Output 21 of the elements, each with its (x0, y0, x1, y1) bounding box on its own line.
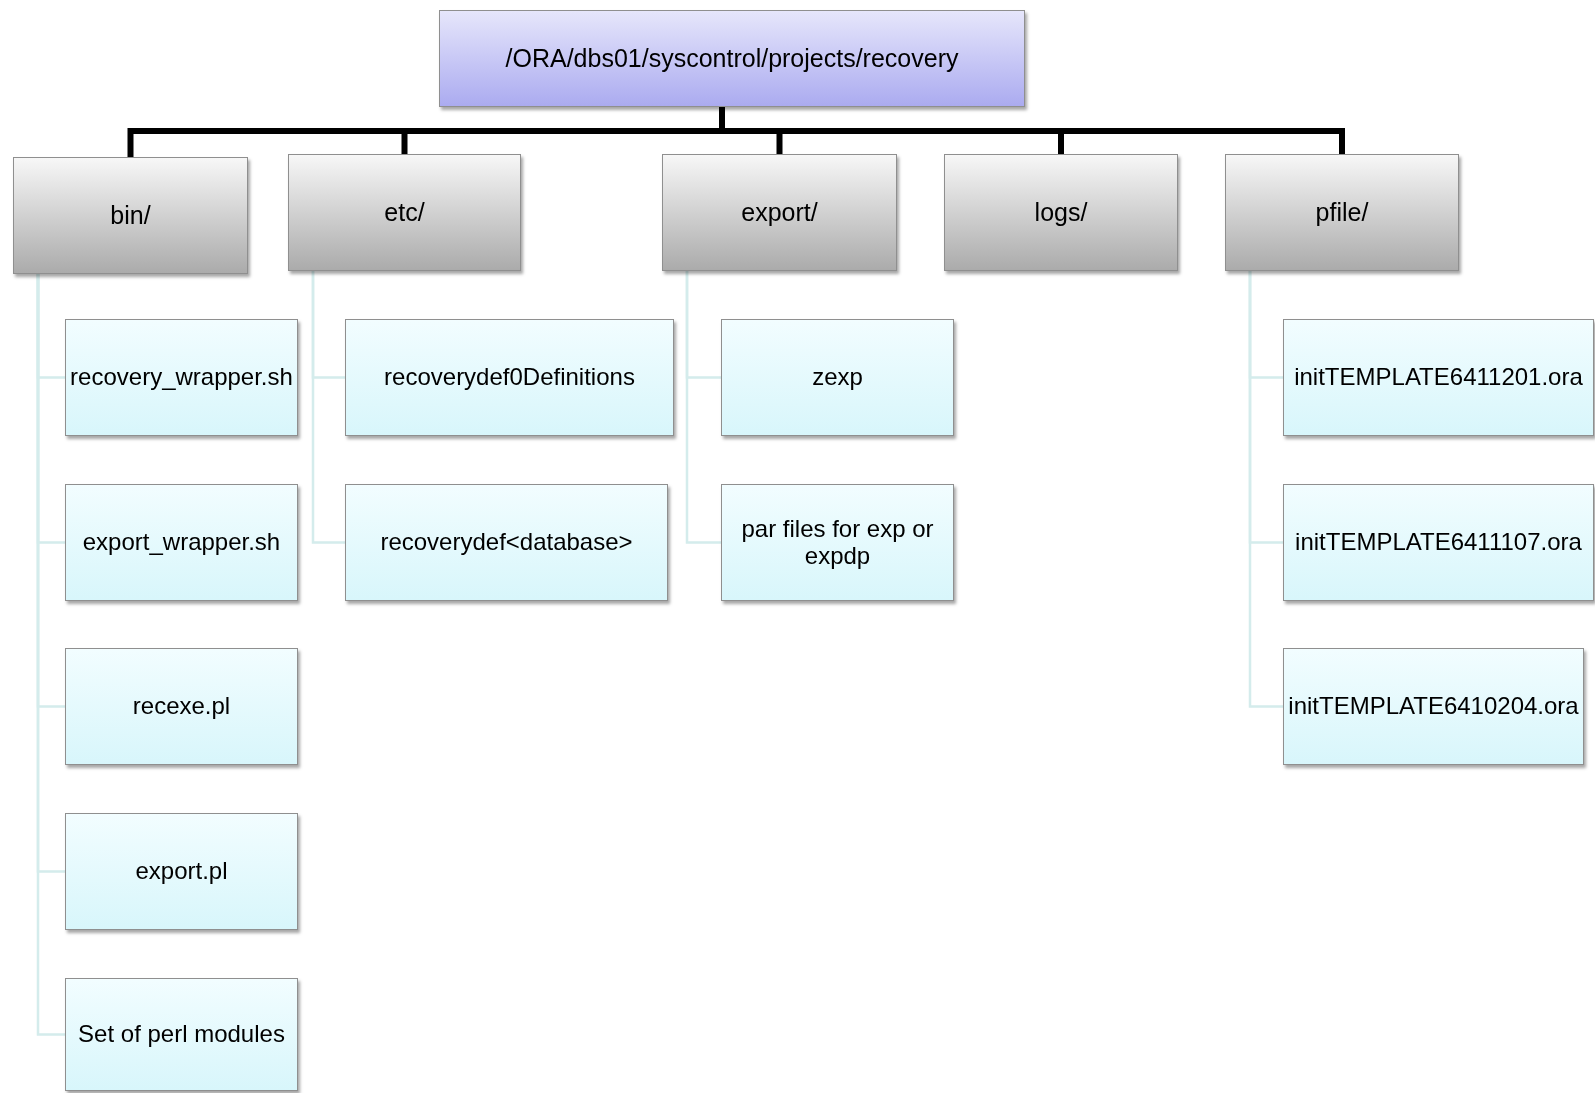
folder-box: bin/ (13, 157, 248, 274)
file-box: export.pl (65, 813, 298, 930)
tree-line (311, 271, 345, 544)
folder-box: export/ (662, 154, 897, 271)
file-box: zexp (721, 319, 954, 436)
file-box: recoverydef0Definitions (345, 319, 674, 436)
file-box: initTEMPLATE6411201.ora (1283, 319, 1594, 436)
folder-box: etc/ (288, 154, 521, 271)
file-box: Set of perl modules (65, 978, 298, 1091)
root-folder-box: /ORA/dbs01/syscontrol/projects/recovery (439, 10, 1025, 107)
tree-line (685, 271, 721, 544)
file-box: export_wrapper.sh (65, 484, 298, 601)
file-box: initTEMPLATE6411107.ora (1283, 484, 1594, 601)
tree-line (1248, 271, 1283, 708)
file-box: recoverydef<database> (345, 484, 668, 601)
folder-box: pfile/ (1225, 154, 1459, 271)
file-box: initTEMPLATE6410204.ora (1283, 648, 1584, 765)
file-box: recovery_wrapper.sh (65, 319, 298, 436)
file-box: par files for exp or expdp (721, 484, 954, 601)
folder-box: logs/ (944, 154, 1178, 271)
file-box: recexe.pl (65, 648, 298, 765)
